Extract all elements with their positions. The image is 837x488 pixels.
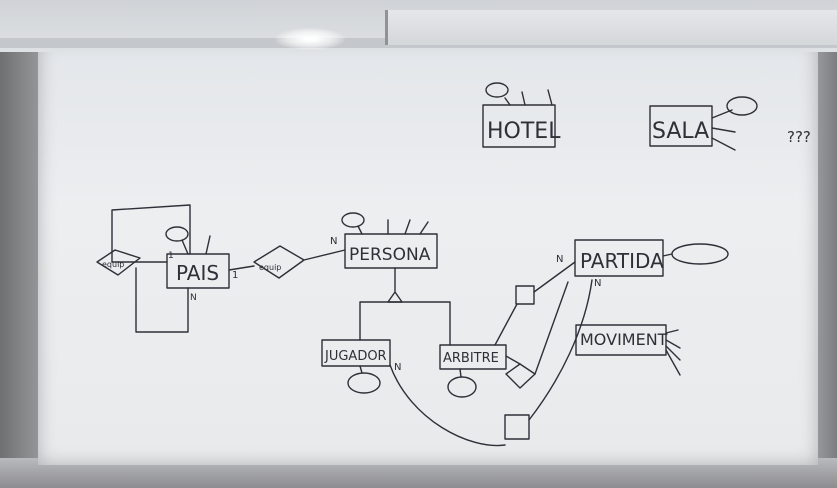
light-glare (275, 28, 345, 50)
whiteboard (38, 40, 818, 465)
entity-moviment-label: MOVIMENT (580, 330, 668, 349)
entity-partida-label: PARTIDA (580, 249, 664, 273)
entity-sala-box (649, 105, 713, 147)
cardinality-pais-right: 1 (232, 270, 238, 281)
relationship-self-label: equip (102, 260, 124, 269)
entity-jugador-label: JUGADOR (324, 349, 387, 364)
entity-hotel-box (482, 104, 556, 148)
projector-screen-rail (0, 0, 837, 52)
cardinality-persona: N (330, 236, 337, 247)
entity-persona-label: PERSONA (349, 245, 431, 265)
relationship-equip-label: equip (259, 263, 281, 272)
question-marks: ??? (787, 128, 811, 146)
cardinality-partida-2: N (594, 278, 601, 289)
cardinality-pais-bottom: N (190, 293, 197, 303)
cardinality-jugador: N (394, 362, 401, 373)
entity-sala-label: SALA (652, 119, 709, 144)
entity-pais-box (166, 253, 230, 289)
cardinality-partida: N (556, 254, 563, 265)
entity-partida-box (574, 239, 664, 277)
entity-persona-box (344, 233, 438, 269)
entity-jugador-box (321, 339, 391, 367)
entity-pais-label: PAIS (176, 261, 219, 285)
entity-arbitre-label: ARBITRE (443, 351, 499, 366)
entity-arbitre-box (439, 344, 507, 370)
cardinality-pais-left: 1 (168, 251, 174, 261)
entity-hotel-label: HOTEL (487, 119, 561, 144)
